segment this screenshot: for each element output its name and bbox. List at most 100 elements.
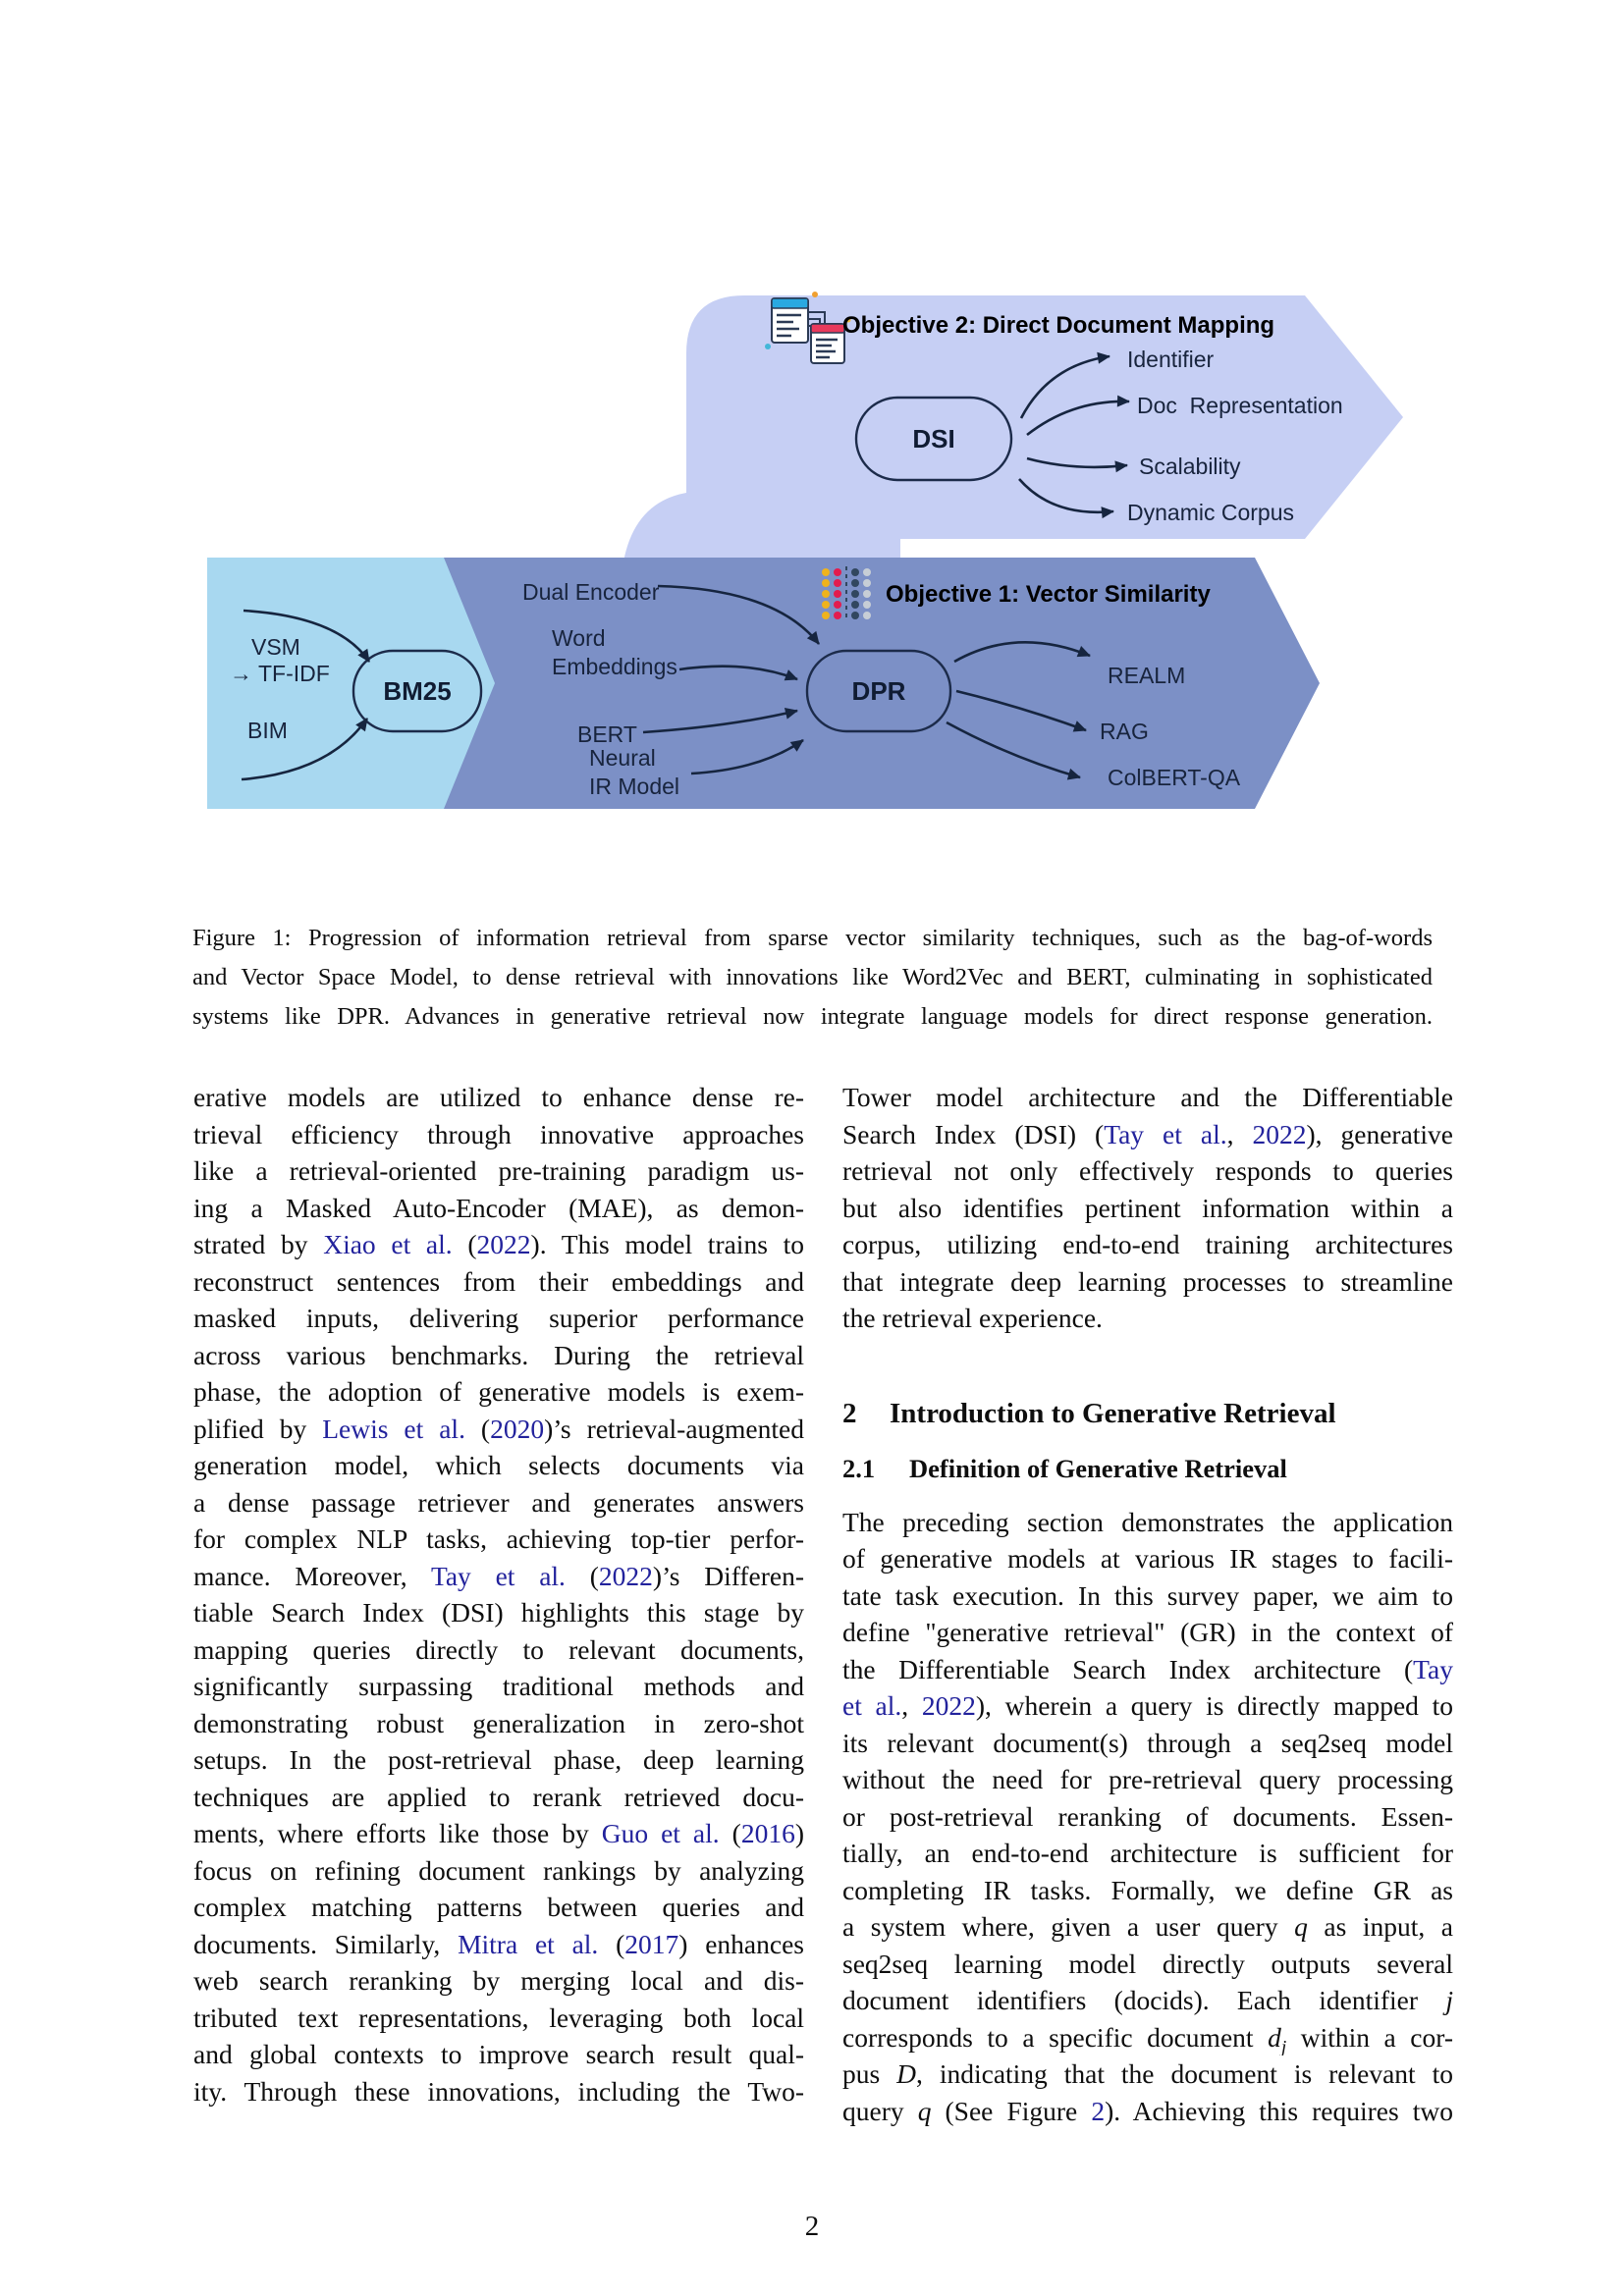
label-vsm: VSM bbox=[251, 634, 300, 660]
text-line: techniques are applied to rerank retriev… bbox=[193, 1781, 804, 1812]
citation-link[interactable]: Guo et al. bbox=[601, 1818, 720, 1848]
dsi-output-arrows bbox=[1018, 351, 1130, 519]
bm25-node-outline bbox=[352, 649, 483, 733]
text-line: and Vector Space Model, to dense retriev… bbox=[192, 964, 1433, 990]
text-line: et al., 2022), wherein a query is direct… bbox=[842, 1690, 1453, 1721]
right-column: Tower model architecture and the Differe… bbox=[842, 1079, 1453, 2129]
text-line: ity. Through these innovations, includin… bbox=[193, 2075, 804, 2107]
citation-link[interactable]: 2022 bbox=[598, 1560, 653, 1591]
label-identifier: Identifier bbox=[1127, 347, 1215, 372]
dpr-node-label: DPR bbox=[851, 676, 906, 706]
page-number: 2 bbox=[804, 2211, 820, 2242]
text-line: tially, an end-to-end architecture is su… bbox=[842, 1838, 1453, 1868]
label-scalability: Scalability bbox=[1139, 454, 1241, 479]
citation-link[interactable]: Mitra et al. bbox=[458, 1928, 599, 1959]
text-line: complex matching patterns between querie… bbox=[193, 1892, 804, 1922]
banner-objective2 bbox=[686, 295, 1403, 539]
citation-link[interactable]: 2020 bbox=[490, 1413, 545, 1444]
citation-link[interactable]: 2017 bbox=[624, 1928, 679, 1959]
math-var: d bbox=[1268, 2021, 1281, 2053]
dpr-output-arrows bbox=[946, 641, 1091, 780]
text-line: document identifiers (docids). Each iden… bbox=[842, 1985, 1453, 2015]
text-line: that integrate deep learning processes t… bbox=[842, 1265, 1453, 1297]
objective2-title: Objective 2: Direct Document Mapping bbox=[842, 312, 1275, 339]
text-line: like a retrieval-oriented pre-training p… bbox=[193, 1155, 804, 1186]
text-line: The preceding section demonstrates the a… bbox=[842, 1506, 1453, 1537]
label-realm: REALM bbox=[1108, 663, 1186, 688]
label-bert: BERT bbox=[577, 721, 637, 747]
text-line: tate task execution. In this survey pape… bbox=[842, 1579, 1453, 1611]
label-bim: BIM bbox=[247, 718, 288, 743]
text-line: ments, where efforts like those by Guo e… bbox=[193, 1818, 804, 1848]
text-line: reconstruct sentences from their embeddi… bbox=[193, 1265, 804, 1297]
label-dynamic-corpus: Dynamic Corpus bbox=[1127, 500, 1294, 525]
text-line: for complex NLP tasks, achieving top-tie… bbox=[193, 1523, 804, 1554]
text-line: plified by Lewis et al. (2020)’s retriev… bbox=[193, 1413, 804, 1444]
text-line: web search reranking by merging local an… bbox=[193, 1965, 804, 1996]
bm25-node-label: BM25 bbox=[383, 676, 452, 706]
citation-link[interactable]: Tay et al. bbox=[1104, 1118, 1227, 1149]
citation-link[interactable]: 2022 bbox=[1252, 1118, 1307, 1149]
text-line: generation model, which selects document… bbox=[193, 1450, 804, 1480]
text-line: pus D, indicating that the document is r… bbox=[842, 2058, 1453, 2089]
bm25-input-arrows bbox=[241, 609, 371, 781]
text-line: phase, the adoption of generative models… bbox=[193, 1376, 804, 1407]
text-line: the Differentiable Search Index architec… bbox=[842, 1653, 1453, 1684]
subsection-title: Definition of Generative Retrieval bbox=[909, 1453, 1287, 1483]
text-line: erative models are utilized to enhance d… bbox=[193, 1082, 804, 1112]
math-var: q bbox=[1294, 1911, 1308, 1942]
text-line: Search Index (DSI) (Tay et al., 2022), g… bbox=[842, 1118, 1453, 1149]
text-line: a dense passage retriever and generates … bbox=[193, 1486, 804, 1518]
citation-link[interactable]: 2022 bbox=[476, 1229, 531, 1259]
math-var: D bbox=[896, 2058, 917, 2089]
section-number: 2 bbox=[842, 1397, 857, 1429]
citation-link[interactable]: Xiao et al. bbox=[323, 1229, 453, 1259]
text-line: query q (See Figure 2). Achieving this r… bbox=[842, 2095, 1453, 2126]
text-line: retrieval not only effectively responds … bbox=[842, 1155, 1453, 1186]
text-line: and global contexts to improve search re… bbox=[193, 2039, 804, 2069]
text-line: corresponds to a specific document dj wi… bbox=[842, 2021, 1453, 2056]
citation-link[interactable]: 2 bbox=[1091, 2095, 1106, 2126]
label-dual-encoder: Dual Encoder bbox=[522, 579, 660, 605]
text-line: setups. In the post-retrieval phase, dee… bbox=[193, 1744, 804, 1775]
text-line: the retrieval experience. bbox=[842, 1303, 1103, 1333]
math-var: q bbox=[917, 2095, 932, 2126]
text-line: systems like DPR. Advances in generative… bbox=[192, 1003, 1433, 1030]
math-var: j bbox=[1445, 1985, 1453, 2015]
citation-link[interactable]: et al. bbox=[842, 1690, 902, 1721]
dsi-node-label: DSI bbox=[912, 424, 955, 454]
paragraph: Tower model architecture and the Differe… bbox=[842, 1079, 1453, 1337]
text-line: masked inputs, delivering superior perfo… bbox=[193, 1303, 804, 1333]
label-word-embeddings: Word Embeddings bbox=[552, 625, 677, 679]
text-line: tributed text representations, leveragin… bbox=[193, 2002, 804, 2033]
figure-1-graphics bbox=[207, 292, 1403, 809]
document-mapping-icon bbox=[765, 292, 851, 364]
text-line: across various benchmarks. During the re… bbox=[193, 1339, 804, 1370]
banner-objective1 bbox=[207, 558, 1320, 809]
text-line: strated by Xiao et al. (2022). This mode… bbox=[193, 1229, 804, 1259]
math-var: j bbox=[1280, 2037, 1287, 2056]
banner-connector bbox=[623, 491, 900, 567]
text-line: trieval efficiency through innovative ap… bbox=[193, 1118, 804, 1149]
section-heading: 2 Introduction to Generative Retrieval bbox=[842, 1396, 1453, 1431]
citation-link[interactable]: 2022 bbox=[921, 1690, 976, 1721]
text-line: ing a Masked Auto-Encoder (MAE), as demo… bbox=[193, 1192, 804, 1223]
citation-link[interactable]: Tay bbox=[1413, 1653, 1453, 1684]
vector-grid-icon bbox=[822, 566, 871, 620]
text-line: of generative models at various IR stage… bbox=[842, 1543, 1453, 1574]
text-line: tiable Search Index (DSI) highlights thi… bbox=[193, 1597, 804, 1628]
text-line: its relevant document(s) through a seq2s… bbox=[842, 1727, 1453, 1758]
text-line: seq2seq learning model directly outputs … bbox=[842, 1948, 1453, 1979]
citation-link[interactable]: 2016 bbox=[740, 1818, 795, 1848]
section-title: Introduction to Generative Retrieval bbox=[890, 1397, 1336, 1429]
citation-link[interactable]: Lewis et al. bbox=[322, 1413, 465, 1444]
dsi-node-outline bbox=[854, 396, 1013, 482]
dpr-node-outline bbox=[805, 649, 952, 733]
text-line: Tower model architecture and the Differe… bbox=[842, 1082, 1453, 1112]
label-rag: RAG bbox=[1100, 719, 1149, 744]
banner-sparse-stage bbox=[207, 558, 495, 809]
text-line: mapping queries directly to relevant doc… bbox=[193, 1633, 804, 1665]
citation-link[interactable]: Tay et al. bbox=[430, 1560, 566, 1591]
